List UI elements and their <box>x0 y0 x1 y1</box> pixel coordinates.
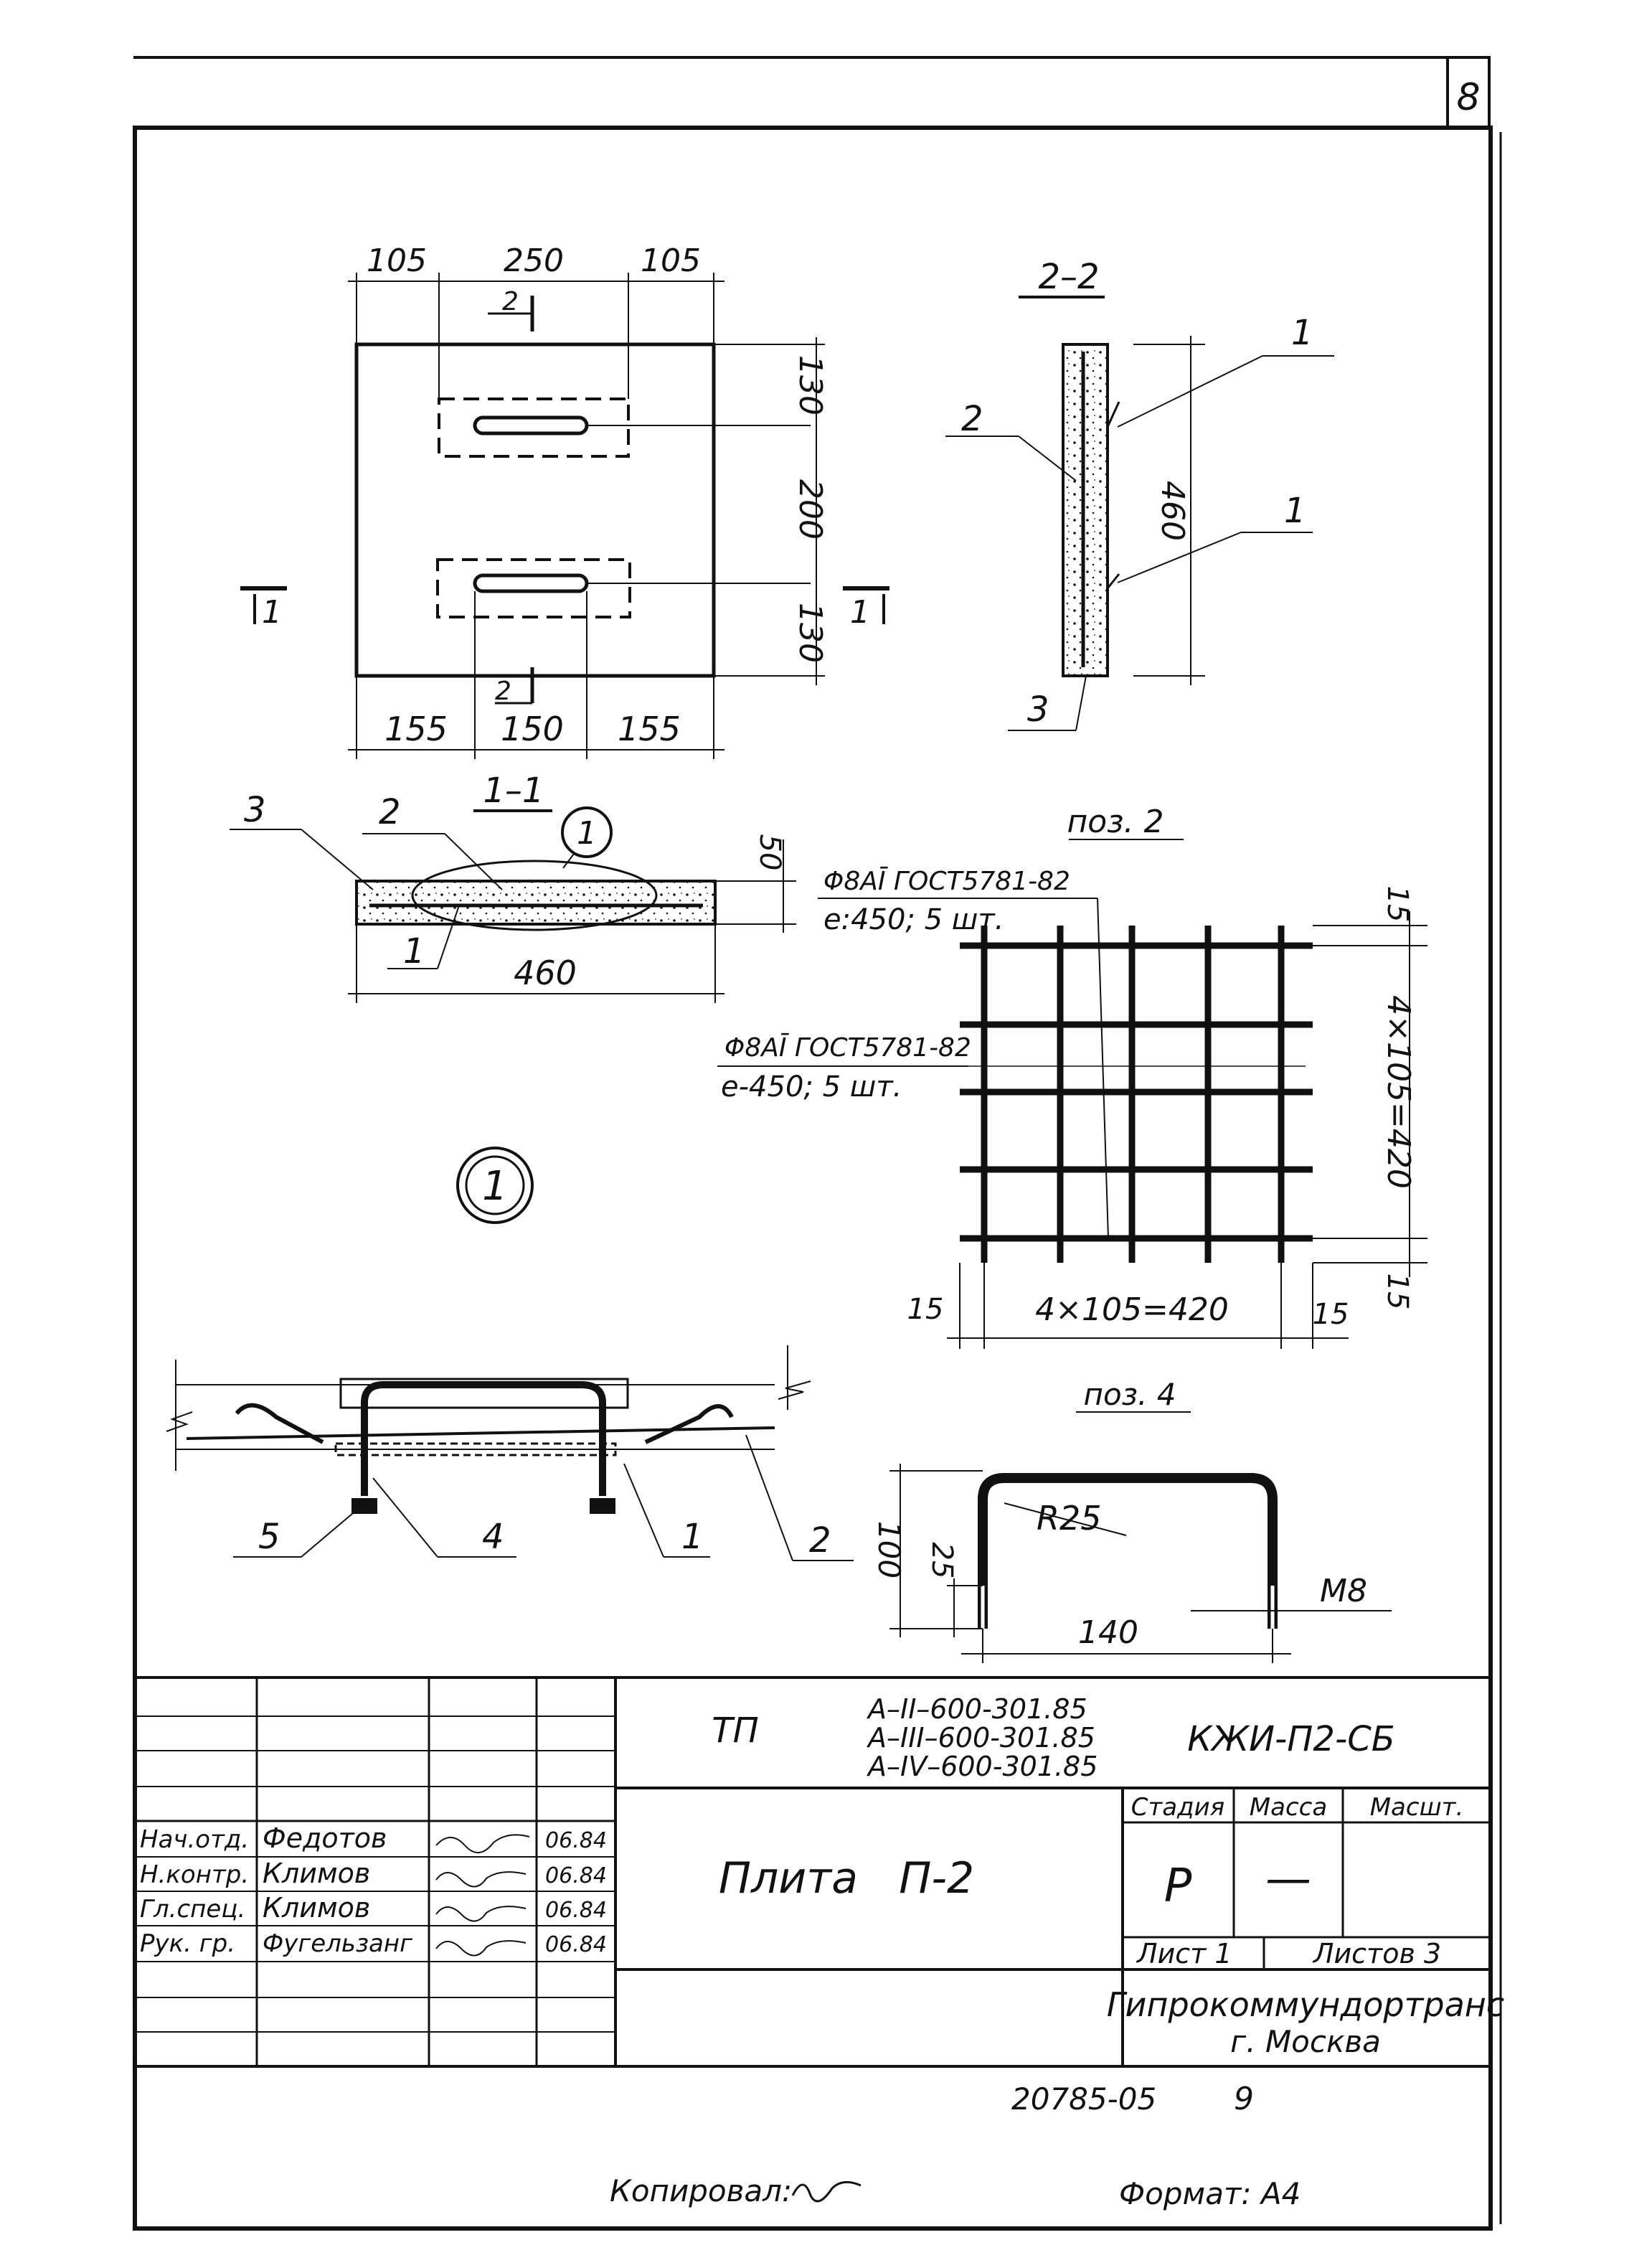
detail-1-callout-5: 5 <box>258 1517 280 1557</box>
title-org-name: Гипрокоммундортранс <box>1107 1985 1504 2024</box>
plan-dim-bottom-2: 150 <box>501 710 564 748</box>
title-series-2: A–III–600-301.85 <box>866 1722 1095 1754</box>
pos-4-height: 100 <box>872 1521 907 1578</box>
title-col-mass: Масса <box>1250 1793 1327 1822</box>
pos-4-ubolt <box>889 1411 1392 1663</box>
title-stage: Р <box>1164 1860 1192 1913</box>
plan-dim-right-2: 200 <box>792 479 829 540</box>
title-mass: — <box>1265 1853 1311 1906</box>
section-2-2-callout-2: 2 <box>961 399 983 439</box>
pos-2-edge-left: 15 <box>907 1293 944 1326</box>
plan-dim-bottom-3: 155 <box>618 710 681 748</box>
staff-name-1: Федотов <box>263 1822 387 1854</box>
staff-role-3: Гл.спец. <box>140 1895 245 1924</box>
section-2-2-height-dim: 460 <box>1154 481 1191 541</box>
pos-2-bar-qty-1: e:450; 5 шт. <box>823 903 1004 936</box>
footer-format: Формат: А4 <box>1119 2176 1301 2211</box>
section-1-marker-right: 1 <box>850 594 870 631</box>
footer-copied-label: Копировал: <box>610 2173 792 2208</box>
section-1-1-thickness-dim: 50 <box>753 834 786 871</box>
pos-2-bar-qty-2: e-450; 5 шт. <box>721 1070 902 1103</box>
sheet-number: 8 <box>1456 76 1480 119</box>
staff-signature-1 <box>435 1834 530 1853</box>
title-series-1: A–II–600-301.85 <box>866 1693 1087 1725</box>
pos-2-title: поз. 2 <box>1067 804 1164 840</box>
section-2-marker-top: 2 <box>502 287 519 316</box>
footer-copied-signature <box>791 2180 862 2203</box>
section-2-2-callout-3: 3 <box>1027 689 1049 730</box>
staff-signature-3 <box>435 1906 527 1922</box>
title-name: Плита П-2 <box>719 1853 974 1903</box>
section-2-2-title: 2–2 <box>1038 257 1099 297</box>
pos-2-edge-bottom: 15 <box>1381 1274 1414 1310</box>
section-2-2-callout-1b: 1 <box>1284 491 1306 531</box>
section-1-1-callout-3: 3 <box>244 790 266 830</box>
plan-dim-right-3: 130 <box>792 603 829 663</box>
detail-1-callout-2: 2 <box>809 1520 831 1561</box>
section-2-2 <box>945 296 1334 731</box>
sheet-frame <box>133 56 1502 2231</box>
staff-name-3: Климов <box>263 1892 370 1924</box>
section-1-1-title: 1–1 <box>483 771 544 811</box>
section-1-1-callout-1: 1 <box>403 931 425 971</box>
pos-4-width: 140 <box>1078 1614 1138 1651</box>
staff-date-1: 06.84 <box>545 1828 607 1853</box>
staff-signature-2 <box>435 1871 527 1888</box>
pos-2-dim-horizontal: 4×105=420 <box>1035 1291 1229 1328</box>
staff-role-4: Рук. гр. <box>140 1929 235 1958</box>
section-1-1-width-dim: 460 <box>514 954 577 992</box>
pos-2-bar-spec-2: Φ8AĪ ГОСТ5781-82 <box>724 1033 971 1063</box>
section-2-marker-bottom: 2 <box>495 677 511 706</box>
staff-name-2: Климов <box>263 1858 370 1889</box>
detail-1-callout-1: 1 <box>681 1517 704 1557</box>
detail-1-callout-4: 4 <box>482 1517 504 1557</box>
detail-1 <box>166 1345 854 1561</box>
title-sheet: Лист 1 <box>1136 1938 1232 1969</box>
title-org-city: г. Москва <box>1230 2024 1381 2059</box>
title-series-3: A–IV–600-301.85 <box>866 1751 1098 1782</box>
pos-2-bar-spec-1: Φ8AĪ ГОСТ5781-82 <box>823 867 1070 896</box>
title-doc-code: КЖИ-П2-СБ <box>1187 1719 1394 1759</box>
staff-date-3: 06.84 <box>545 1898 607 1923</box>
pos-2-edge-right: 15 <box>1313 1298 1349 1331</box>
staff-role-1: Нач.отд. <box>140 1825 249 1854</box>
plan-view <box>240 273 889 759</box>
section-2-2-callout-1a: 1 <box>1291 313 1313 353</box>
section-1-1 <box>230 806 796 1003</box>
plan-dim-bottom-1: 155 <box>384 710 448 748</box>
plan-dim-top-1: 105 <box>367 243 427 279</box>
staff-name-4: Фугельзанг <box>263 1929 413 1958</box>
pos-4-thread-len: 25 <box>925 1543 958 1579</box>
plan-dim-right-1: 130 <box>792 355 829 415</box>
section-1-marker-left: 1 <box>262 594 282 631</box>
pos-2-mesh <box>717 839 1427 1349</box>
staff-date-2: 06.84 <box>545 1863 607 1888</box>
title-block <box>135 1676 1491 2068</box>
pos-4-thread: M8 <box>1320 1573 1367 1609</box>
plan-dim-top-2: 250 <box>504 243 564 279</box>
title-col-stage: Стадия <box>1131 1793 1224 1822</box>
staff-role-2: Н.контр. <box>140 1860 249 1889</box>
node-1-marker <box>456 1147 534 1224</box>
footer-doc-number: 20785-05 <box>1011 2081 1156 2117</box>
title-col-scale: Масшт. <box>1370 1793 1464 1822</box>
staff-signature-4 <box>435 1940 527 1957</box>
staff-date-4: 06.84 <box>545 1932 607 1957</box>
section-1-1-callout-2: 2 <box>379 792 401 832</box>
title-tp: ТП <box>712 1710 758 1751</box>
footer-page-mark: 9 <box>1234 2081 1254 2117</box>
pos-4-radius: R25 <box>1037 1499 1102 1538</box>
pos-2-edge-top: 15 <box>1381 886 1414 923</box>
plan-dim-top-3: 105 <box>641 243 701 279</box>
pos-2-dim-vertical: 4×105=420 <box>1380 995 1417 1189</box>
node-1-label: 1 <box>482 1163 508 1210</box>
title-sheets: Листов 3 <box>1312 1938 1441 1969</box>
pos-4-title: поз. 4 <box>1084 1377 1176 1412</box>
section-1-1-node-ref: 1 <box>577 815 597 852</box>
